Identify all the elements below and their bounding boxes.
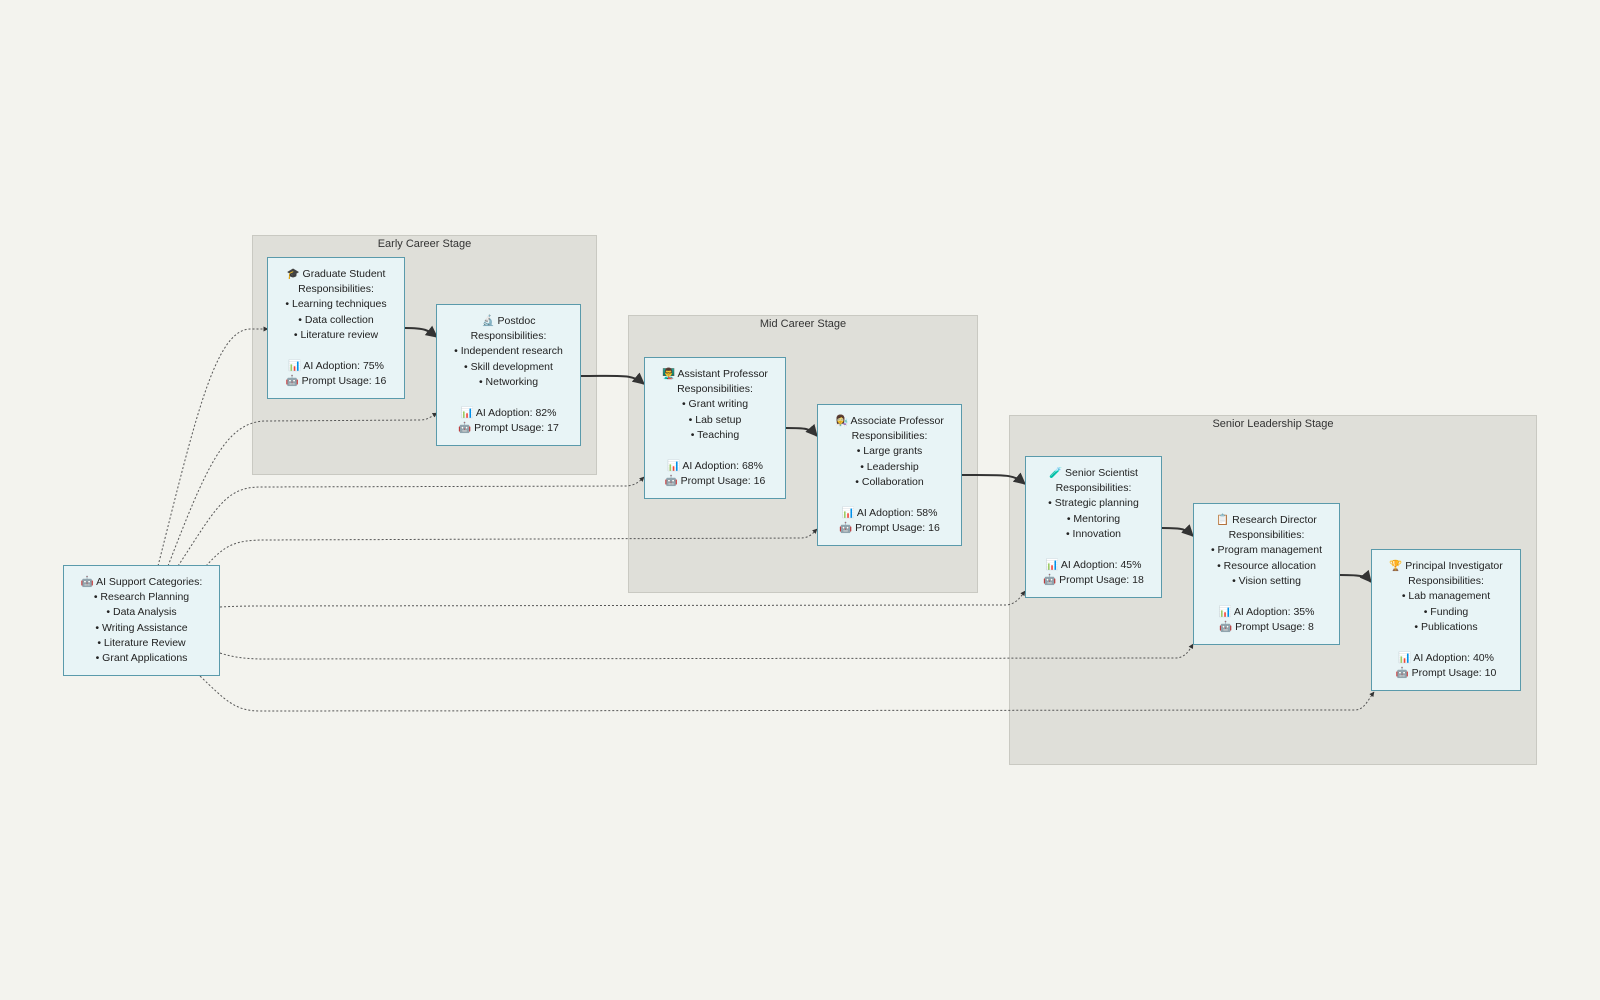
role-prompt-usage: 🤖 Prompt Usage: 16 [285, 374, 387, 387]
edge-ai-to-assoc [205, 528, 818, 567]
role-title: 🔬 Postdoc [481, 314, 536, 327]
role-ai-adoption: 📊 AI Adoption: 58% [841, 506, 938, 519]
role-resp-item: • Grant writing [681, 398, 749, 411]
role-node-assistant-professor: 👨‍🏫 Assistant Professor Responsibilities… [644, 357, 786, 499]
role-prompt-usage: 🤖 Prompt Usage: 16 [839, 521, 940, 534]
role-resp-item: • Publications [1414, 621, 1478, 633]
role-ai-adoption: 📊 AI Adoption: 35% [1218, 605, 1315, 618]
role-ai-adoption: 📊 AI Adoption: 45% [1045, 558, 1142, 571]
edge-ai-to-director [219, 643, 1194, 660]
role-title: 🎓 Graduate Student [286, 267, 386, 280]
role-node-associate-professor: 👩‍🔬 Associate Professor Responsibilities… [817, 404, 962, 546]
role-resp-item: • Skill development [464, 360, 553, 373]
ai-support-item: • Research Planning [93, 590, 190, 603]
edge-director-to-pi [1339, 569, 1372, 583]
role-resp-item: • Funding [1423, 605, 1469, 618]
role-resp-item: • Data collection [298, 313, 374, 326]
role-prompt-usage: 🤖 Prompt Usage: 10 [1395, 666, 1497, 679]
role-node-senior-scientist: 🧪 Senior Scientist Responsibilities: • S… [1025, 456, 1162, 598]
role-prompt-usage: 🤖 Prompt Usage: 18 [1043, 573, 1144, 586]
role-resp-item: • Resource allocation [1217, 559, 1316, 572]
role-prompt-usage: 🤖 Prompt Usage: 17 [458, 421, 559, 434]
role-resp-item: • Leadership [860, 460, 919, 473]
edge-senior-to-director [1161, 524, 1194, 537]
role-resp-label: Responsibilities: [470, 330, 547, 343]
role-title: 🧪 Senior Scientist [1049, 466, 1138, 479]
role-title: 👨‍🏫 Assistant Professor [662, 367, 768, 380]
role-prompt-usage: 🤖 Prompt Usage: 16 [664, 474, 766, 487]
role-resp-item: • Vision setting [1232, 575, 1301, 587]
role-title: 🏆 Principal Investigator [1389, 559, 1503, 572]
role-resp-item: • Collaboration [855, 476, 924, 488]
role-prompt-usage: 🤖 Prompt Usage: 8 [1219, 620, 1314, 633]
role-resp-item: • Strategic planning [1048, 497, 1139, 510]
role-resp-item: • Teaching [690, 429, 740, 441]
role-resp-item: • Large grants [856, 445, 923, 458]
role-ai-adoption: 📊 AI Adoption: 68% [667, 459, 763, 472]
edge-asst-to-assoc [785, 423, 818, 437]
ai-support-title: 🤖 AI Support Categories: [80, 575, 203, 588]
role-node-graduate-student: 🎓 Graduate Student Responsibilities: • L… [267, 257, 405, 399]
role-resp-label: Responsibilities: [677, 383, 753, 396]
role-resp-item: • Innovation [1065, 528, 1122, 540]
role-ai-adoption: 📊 AI Adoption: 82% [460, 406, 557, 419]
edge-ai-to-grad [157, 326, 269, 567]
ai-support-item: • Data Analysis [106, 606, 177, 619]
role-resp-label: Responsibilities: [1055, 482, 1132, 495]
role-node-principal-investigator: 🏆 Principal Investigator Responsibilitie… [1371, 549, 1521, 691]
role-resp-item: • Independent research [454, 345, 563, 358]
role-ai-adoption: 📊 AI Adoption: 40% [1398, 651, 1494, 664]
stage-title: Early Career Stage [377, 238, 472, 250]
role-title: 👩‍🔬 Associate Professor [835, 414, 944, 427]
role-ai-adoption: 📊 AI Adoption: 75% [288, 359, 384, 372]
role-resp-item: • Lab management [1401, 590, 1491, 603]
role-resp-item: • Learning techniques [285, 298, 387, 311]
edge-ai-to-asst [177, 476, 645, 567]
role-resp-item: • Networking [478, 376, 539, 388]
edge-ai-to-postdoc [167, 412, 438, 567]
stage-title: Mid Career Stage [759, 318, 847, 330]
stage-title: Senior Leadership Stage [1212, 418, 1334, 430]
edge-grad-to-postdoc [404, 325, 438, 338]
role-title: 📋 Research Director [1216, 513, 1317, 526]
role-resp-label: Responsibilities: [298, 283, 374, 296]
edge-ai-to-senior [219, 590, 1026, 608]
role-resp-item: • Program management [1210, 544, 1323, 557]
ai-support-item: • Writing Assistance [95, 621, 188, 634]
ai-support-item: • Grant Applications [95, 652, 188, 665]
role-resp-item: • Lab setup [688, 413, 742, 426]
role-node-research-director: 📋 Research Director Responsibilities: • … [1193, 503, 1340, 645]
edge-ai-to-pi [199, 675, 1375, 712]
ai-support-node: 🤖 AI Support Categories: • Research Plan… [63, 565, 220, 676]
role-resp-item: • Literature review [293, 329, 379, 341]
edge-postdoc-to-asst [580, 372, 645, 385]
role-resp-label: Responsibilities: [1228, 529, 1305, 542]
role-resp-item: • Mentoring [1066, 512, 1121, 525]
ai-support-item: • Literature Review [97, 636, 186, 649]
role-resp-label: Responsibilities: [851, 430, 928, 443]
edge-assoc-to-senior [961, 472, 1026, 485]
role-resp-label: Responsibilities: [1408, 575, 1484, 588]
role-node-postdoc: 🔬 Postdoc Responsibilities: • Independen… [436, 304, 581, 446]
